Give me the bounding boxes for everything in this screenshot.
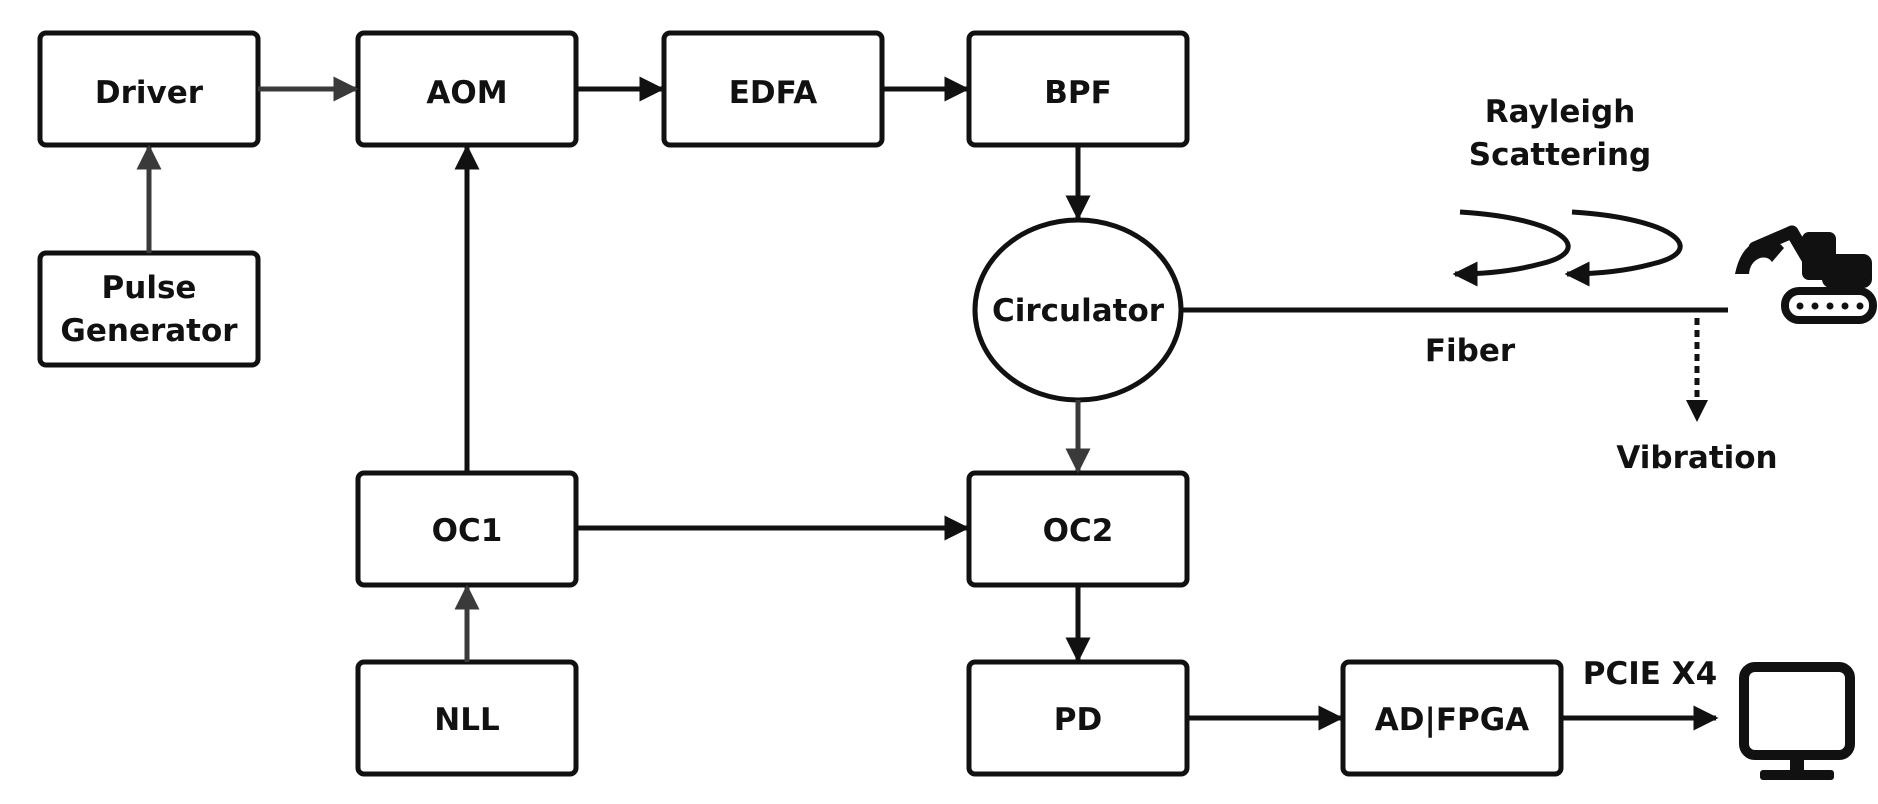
pd-label: PD bbox=[1054, 702, 1102, 738]
edfa-label: EDFA bbox=[729, 75, 818, 111]
pcie-label: PCIE X4 bbox=[1583, 656, 1717, 692]
vibration-arrowhead bbox=[1686, 400, 1708, 422]
ad-fpga-label: AD|FPGA bbox=[1375, 702, 1529, 738]
circulator-label: Circulator bbox=[992, 293, 1165, 329]
oc1-label: OC1 bbox=[432, 513, 503, 549]
oc1-block: OC1 bbox=[355, 470, 579, 588]
bpf-label: BPF bbox=[1044, 75, 1112, 111]
driver-block: Driver bbox=[37, 30, 261, 148]
circulator-block: Circulator bbox=[972, 217, 1184, 403]
monitor-icon bbox=[1739, 662, 1855, 780]
oc2-label: OC2 bbox=[1043, 513, 1114, 549]
pd-block: PD bbox=[966, 659, 1190, 777]
pulse-generator-label-line1: Pulse bbox=[102, 270, 197, 306]
bpf-block: BPF bbox=[966, 30, 1190, 148]
rayleigh-label-line1: Rayleigh bbox=[1485, 94, 1636, 130]
oc2-block: OC2 bbox=[966, 470, 1190, 588]
fiber-label: Fiber bbox=[1425, 333, 1516, 369]
scatter-curl-right bbox=[1564, 209, 1683, 287]
vibration-label: Vibration bbox=[1616, 440, 1777, 476]
nll-label: NLL bbox=[434, 702, 499, 738]
ad-fpga-block: AD|FPGA bbox=[1340, 659, 1564, 777]
aom-block: AOM bbox=[355, 30, 579, 148]
pulse-generator-label-line2: Generator bbox=[60, 313, 238, 349]
nll-block: NLL bbox=[355, 659, 579, 777]
rayleigh-label-line2: Scattering bbox=[1469, 137, 1651, 173]
edfa-block: EDFA bbox=[661, 30, 885, 148]
pulse-generator-block: Pulse Generator bbox=[37, 250, 261, 368]
driver-label: Driver bbox=[95, 75, 204, 111]
excavator-icon bbox=[1735, 225, 1877, 324]
aom-label: AOM bbox=[426, 75, 507, 111]
scatter-curl-left bbox=[1452, 209, 1571, 287]
